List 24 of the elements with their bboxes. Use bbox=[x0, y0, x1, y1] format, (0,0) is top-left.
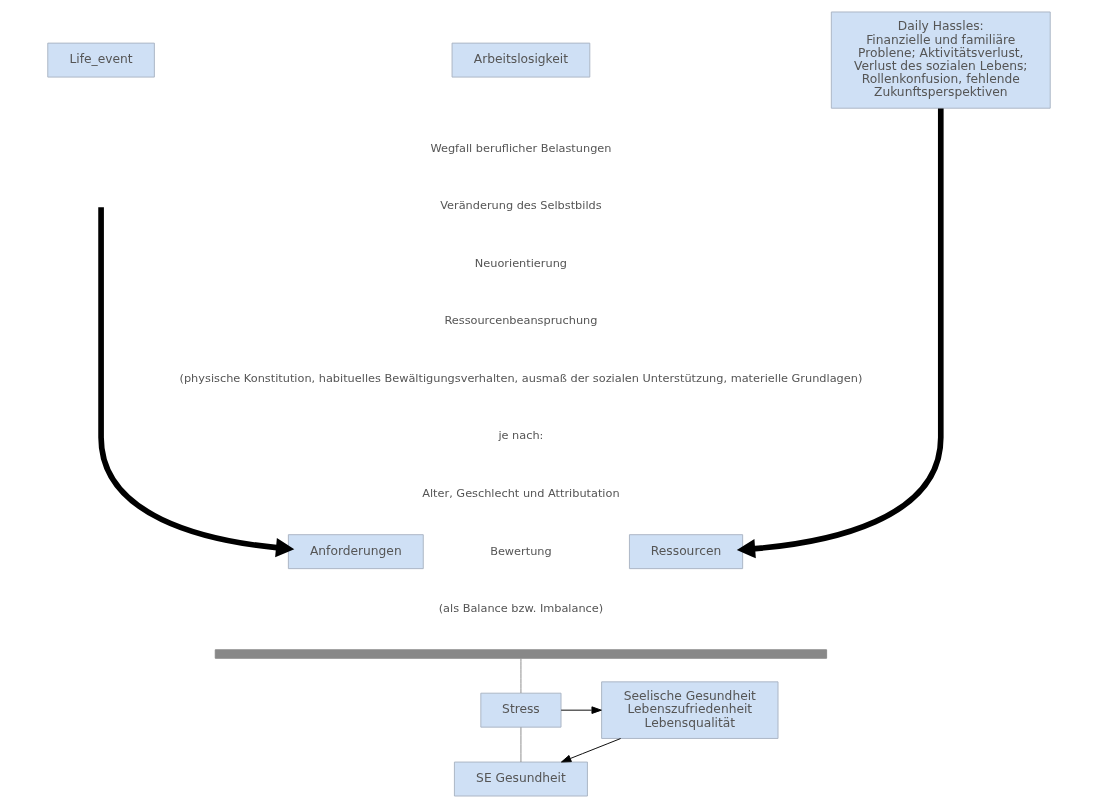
label: je nach: bbox=[498, 428, 544, 443]
arrow bbox=[98, 207, 295, 558]
node-box: Daily Hassles: Finanzielle und familiäre Problene; Aktivitätsverlust, Verlust des sozialen Lebens; Rollenkonfusion, fehlende Zukunftsperspektiven bbox=[830, 11, 1051, 109]
node-box: Seelische Gesundheit Lebenszufriedenheit Lebensqualität bbox=[601, 681, 779, 739]
node-box: Life_event bbox=[47, 42, 155, 78]
label: (physische Konstitution, habituelles Bewältigungsverhalten, ausmaß der sozialen Unterstützung, materielle Grundlagen) bbox=[179, 370, 863, 385]
label: Neuorientierung bbox=[474, 255, 568, 270]
node-box: Anforderungen bbox=[287, 534, 424, 570]
connector bbox=[520, 658, 522, 694]
label: Bewertung bbox=[490, 543, 552, 558]
label: Ressourcenbeanspruchung bbox=[444, 313, 598, 328]
node-box: Stress bbox=[480, 692, 562, 728]
node-box: Ressourcen bbox=[628, 534, 744, 570]
node-bar bbox=[214, 649, 828, 659]
arrow bbox=[736, 108, 944, 559]
connector bbox=[520, 726, 522, 763]
label: Veränderung des Selbstbilds bbox=[440, 198, 602, 213]
node-box: Arbeitslosigkeit bbox=[451, 42, 591, 78]
arrow bbox=[560, 706, 602, 714]
label: Alter, Geschlecht und Attributation bbox=[422, 486, 620, 501]
arrow bbox=[560, 738, 622, 763]
label: Wegfall beruflicher Belastungen bbox=[430, 140, 612, 155]
label: (als Balance bzw. Imbalance) bbox=[438, 601, 604, 616]
node-box: SE Gesundheit bbox=[453, 761, 588, 797]
